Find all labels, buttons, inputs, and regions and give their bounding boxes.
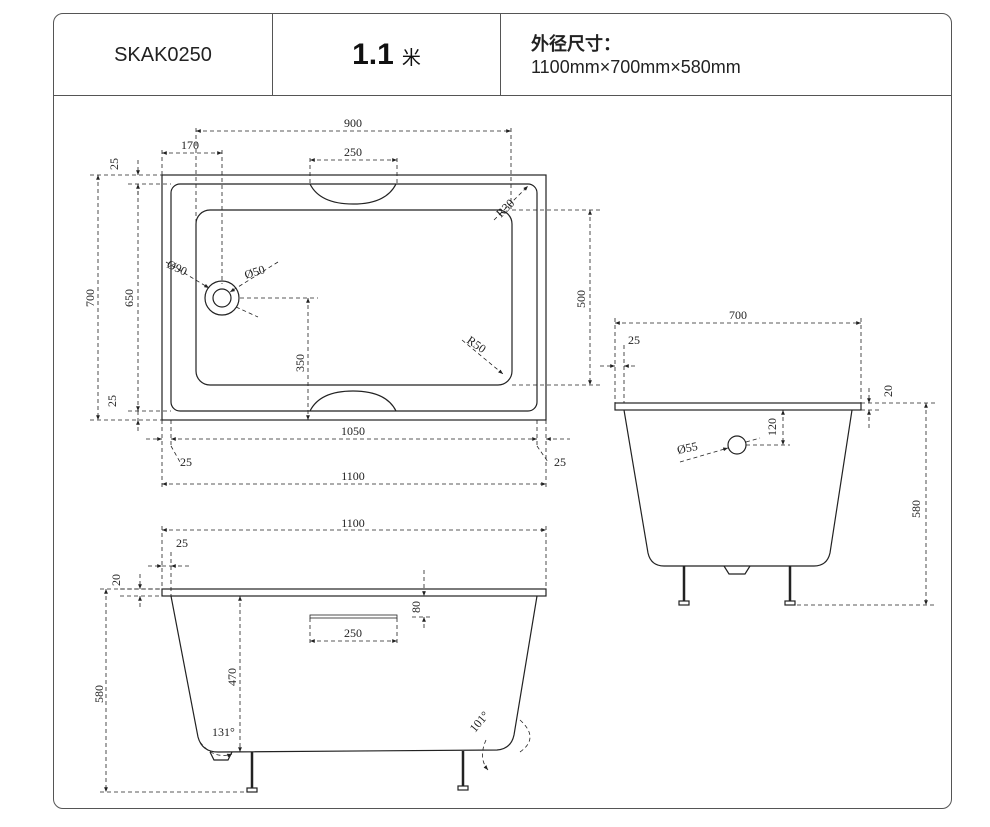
dim-350: 350	[293, 354, 307, 372]
dim-120-end: 120	[765, 418, 779, 436]
dimensions-value: 1100mm×700mm×580mm	[531, 57, 741, 77]
tub-basin	[195, 209, 513, 386]
dim-170: 170	[181, 138, 199, 152]
dim-1050: 1050	[341, 424, 365, 438]
tub-outer-rim	[161, 174, 547, 421]
end-foot-right	[784, 600, 796, 606]
dim-700: 700	[83, 289, 97, 307]
end-rim	[614, 402, 862, 411]
dim-20-end: 20	[881, 385, 895, 397]
end-shell	[623, 409, 853, 567]
dim-25-side: 25	[176, 536, 188, 550]
dim-d55-end: Ø55	[676, 439, 699, 457]
side-foot-right	[457, 785, 469, 791]
dim-500: 500	[574, 290, 588, 308]
dimensions-cell: 外径尺寸： 1100mm×700mm×580mm	[501, 14, 951, 95]
end-view	[614, 402, 862, 606]
dim-470-side: 470	[225, 668, 239, 686]
dim-580-end: 580	[909, 500, 923, 518]
dim-angle-101: 101°	[467, 708, 493, 735]
dim-1100-top: 1100	[341, 469, 365, 483]
end-drain	[723, 565, 751, 575]
model-cell: SKAK0250	[54, 14, 273, 95]
dim-r50: R50	[464, 333, 488, 356]
dim-25-right: 25	[554, 455, 566, 469]
length-unit: 米	[401, 48, 421, 69]
dim-580-side: 580	[92, 685, 106, 703]
dim-1100-side: 1100	[341, 516, 365, 530]
side-handle	[309, 614, 398, 619]
side-view	[161, 588, 547, 793]
dim-650: 650	[122, 289, 136, 307]
drain-inner-circle	[212, 288, 232, 308]
spec-header: SKAK0250 1.1 米 外径尺寸： 1100mm×700mm×580mm	[54, 14, 951, 96]
dim-250-side: 250	[344, 626, 362, 640]
model-number: SKAK0250	[114, 44, 212, 66]
dim-d50: Ø50	[243, 262, 267, 282]
dim-angle-131: 131°	[212, 725, 235, 739]
end-view-labels: 700 25 20 120 Ø55 580	[628, 308, 923, 518]
drain-outer-circle	[204, 280, 240, 316]
end-view-dimensions	[600, 318, 935, 606]
length-value: 1.1	[352, 38, 394, 71]
dim-250-top: 250	[344, 145, 362, 159]
length-cell: 1.1 米	[273, 14, 501, 95]
side-view-labels: 1100 25 20 80 250 470 580 131° 101°	[92, 516, 492, 739]
dim-20-side: 20	[109, 574, 123, 586]
bottom-handle-recess	[309, 390, 397, 412]
dim-900: 900	[344, 116, 362, 130]
end-foot-left	[678, 600, 690, 606]
dim-d90: Ø90	[165, 257, 190, 278]
dim-25-left: 25	[180, 455, 192, 469]
top-view	[161, 174, 547, 421]
dim-25-top: 25	[107, 158, 121, 170]
tub-inner-rim	[170, 183, 538, 412]
length-label: 1.1 米	[273, 38, 500, 72]
dim-80-side: 80	[409, 601, 423, 613]
top-handle-recess	[309, 183, 397, 205]
dim-r30: R30	[493, 196, 517, 220]
side-foot-left	[246, 787, 258, 793]
top-view-dimensions	[90, 128, 600, 490]
dimensions-label: 外径尺寸：	[531, 34, 621, 54]
dim-25-bottom: 25	[105, 395, 119, 407]
dim-700-end: 700	[729, 308, 747, 322]
overflow-hole	[727, 435, 747, 455]
side-view-dimensions	[100, 526, 547, 793]
dim-25-end: 25	[628, 333, 640, 347]
side-rim	[161, 588, 547, 597]
